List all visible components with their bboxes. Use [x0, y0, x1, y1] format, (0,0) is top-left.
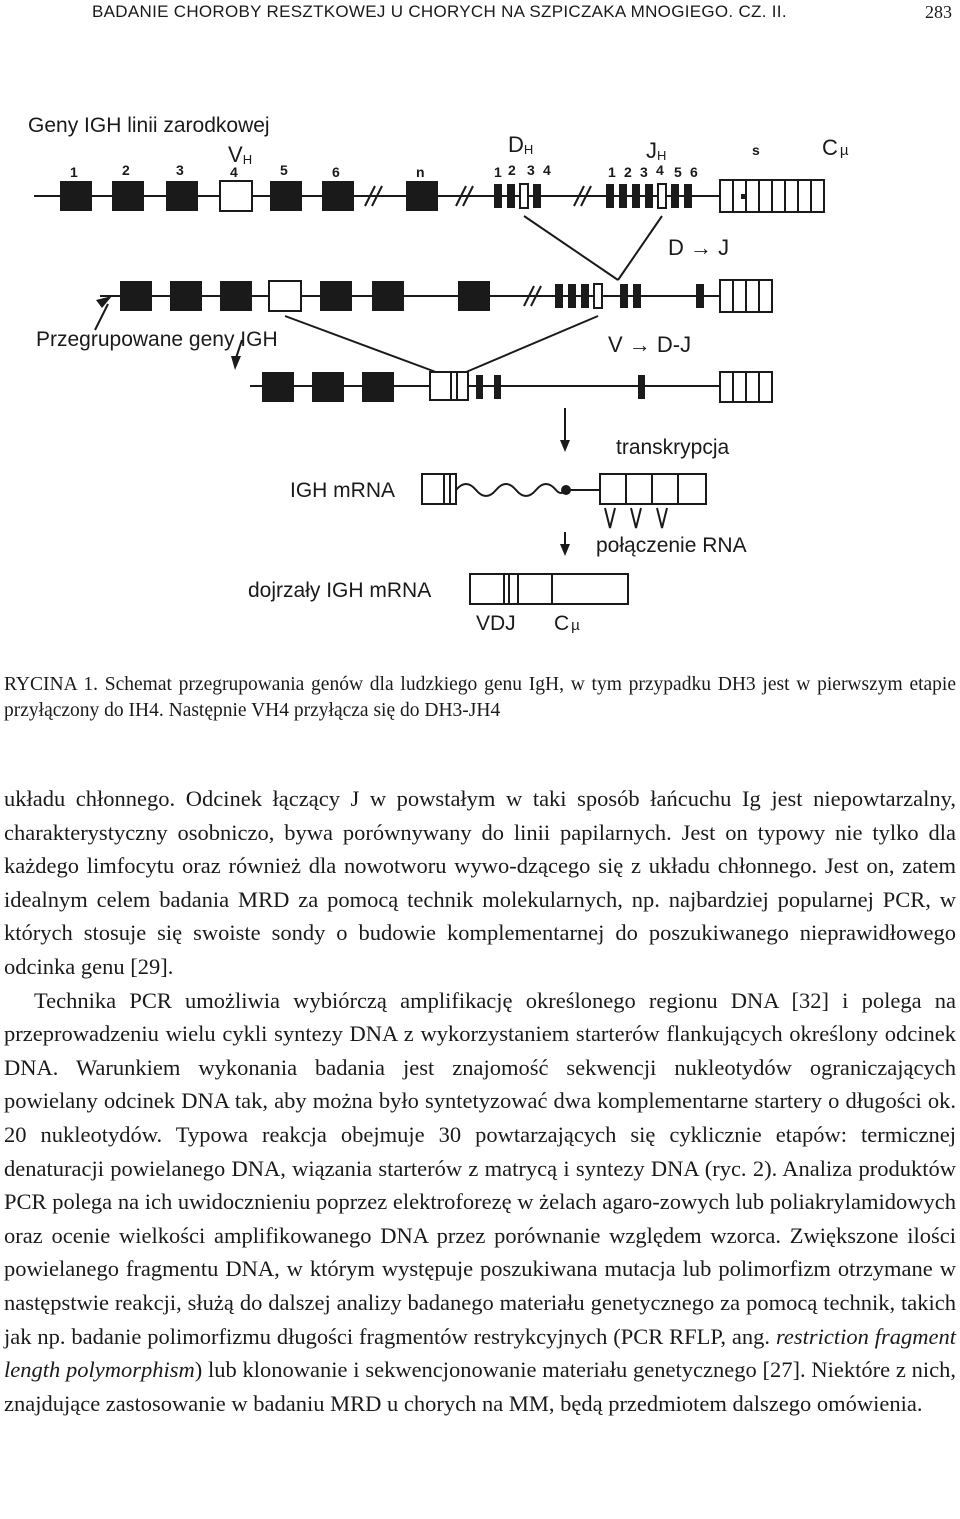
- rearranged-label: Przegrupowane geny IGH: [36, 328, 278, 351]
- body-text: układu chłonnego. Odcinek łączący J w po…: [4, 782, 956, 1420]
- v-number-2: 2: [122, 162, 130, 178]
- d-number-4: 4: [543, 162, 551, 178]
- v-number-3: 3: [176, 162, 184, 178]
- s-label: s: [752, 142, 760, 158]
- v-number-6: 6: [332, 164, 340, 180]
- d3-segment: [519, 183, 529, 209]
- d-to-j-label: D → J: [668, 235, 729, 260]
- v-number-n: n: [416, 164, 425, 180]
- figure-caption: RYCINA 1. Schemat przegrupowania genów d…: [4, 674, 956, 721]
- v-to-dj-label: V → D-J: [608, 332, 691, 357]
- v-number-4: 4: [230, 164, 238, 180]
- d-number-2: 2: [508, 162, 516, 178]
- j-number-3: 3: [640, 164, 648, 180]
- j-number-6: 6: [690, 164, 698, 180]
- v-number-5: 5: [280, 162, 288, 178]
- vh4-segment: [219, 180, 253, 212]
- running-title: BADANIE CHOROBY RESZTKOWEJ U CHORYCH NA …: [92, 2, 787, 21]
- germline-title: Geny IGH linii zarodkowej: [28, 114, 270, 137]
- vdj-label: VDJ: [476, 612, 516, 635]
- dh-label: DH: [508, 132, 533, 157]
- j-number-2: 2: [624, 164, 632, 180]
- j-number-1: 1: [608, 164, 616, 180]
- paragraph-2-italic: restriction fragment length polymorphism: [4, 1323, 956, 1383]
- rna-joining-label: połączenie RNA: [596, 534, 747, 557]
- page-header: BADANIE CHOROBY RESZTKOWEJ U CHORYCH NA …: [0, 0, 960, 30]
- transcription-label: transkrypcja: [616, 436, 730, 459]
- paragraph-2-part-2: ) lub klonowanie i sekwencjonowanie mate…: [4, 1357, 956, 1416]
- intron-wave: [455, 483, 567, 497]
- mrna-label: IGH mRNA: [290, 479, 395, 502]
- paragraph-1: układu chłonnego. Odcinek łączący J w po…: [4, 786, 956, 979]
- mature-mrna-label: dojrzały IGH mRNA: [248, 579, 431, 602]
- jh-label: JH: [646, 138, 666, 163]
- vh-label: VH: [228, 142, 252, 167]
- page-number: 283: [925, 2, 952, 22]
- paragraph-2: Technika PCR umożliwia wybiórczą amplifi…: [4, 984, 956, 1421]
- j-number-4: 4: [656, 162, 664, 178]
- jh4-segment: [657, 183, 667, 209]
- d-number-3: 3: [527, 162, 535, 178]
- mature-mrna: [469, 573, 629, 605]
- v-number-1: 1: [70, 164, 78, 180]
- j-number-5: 5: [674, 164, 682, 180]
- d-number-1: 1: [494, 164, 502, 180]
- igh-diagram: Geny IGH linii zarodkowej VH DH JH s Cµ …: [28, 114, 849, 635]
- paragraph-2-part-1: Technika PCR umożliwia wybiórczą amplifi…: [4, 987, 956, 1349]
